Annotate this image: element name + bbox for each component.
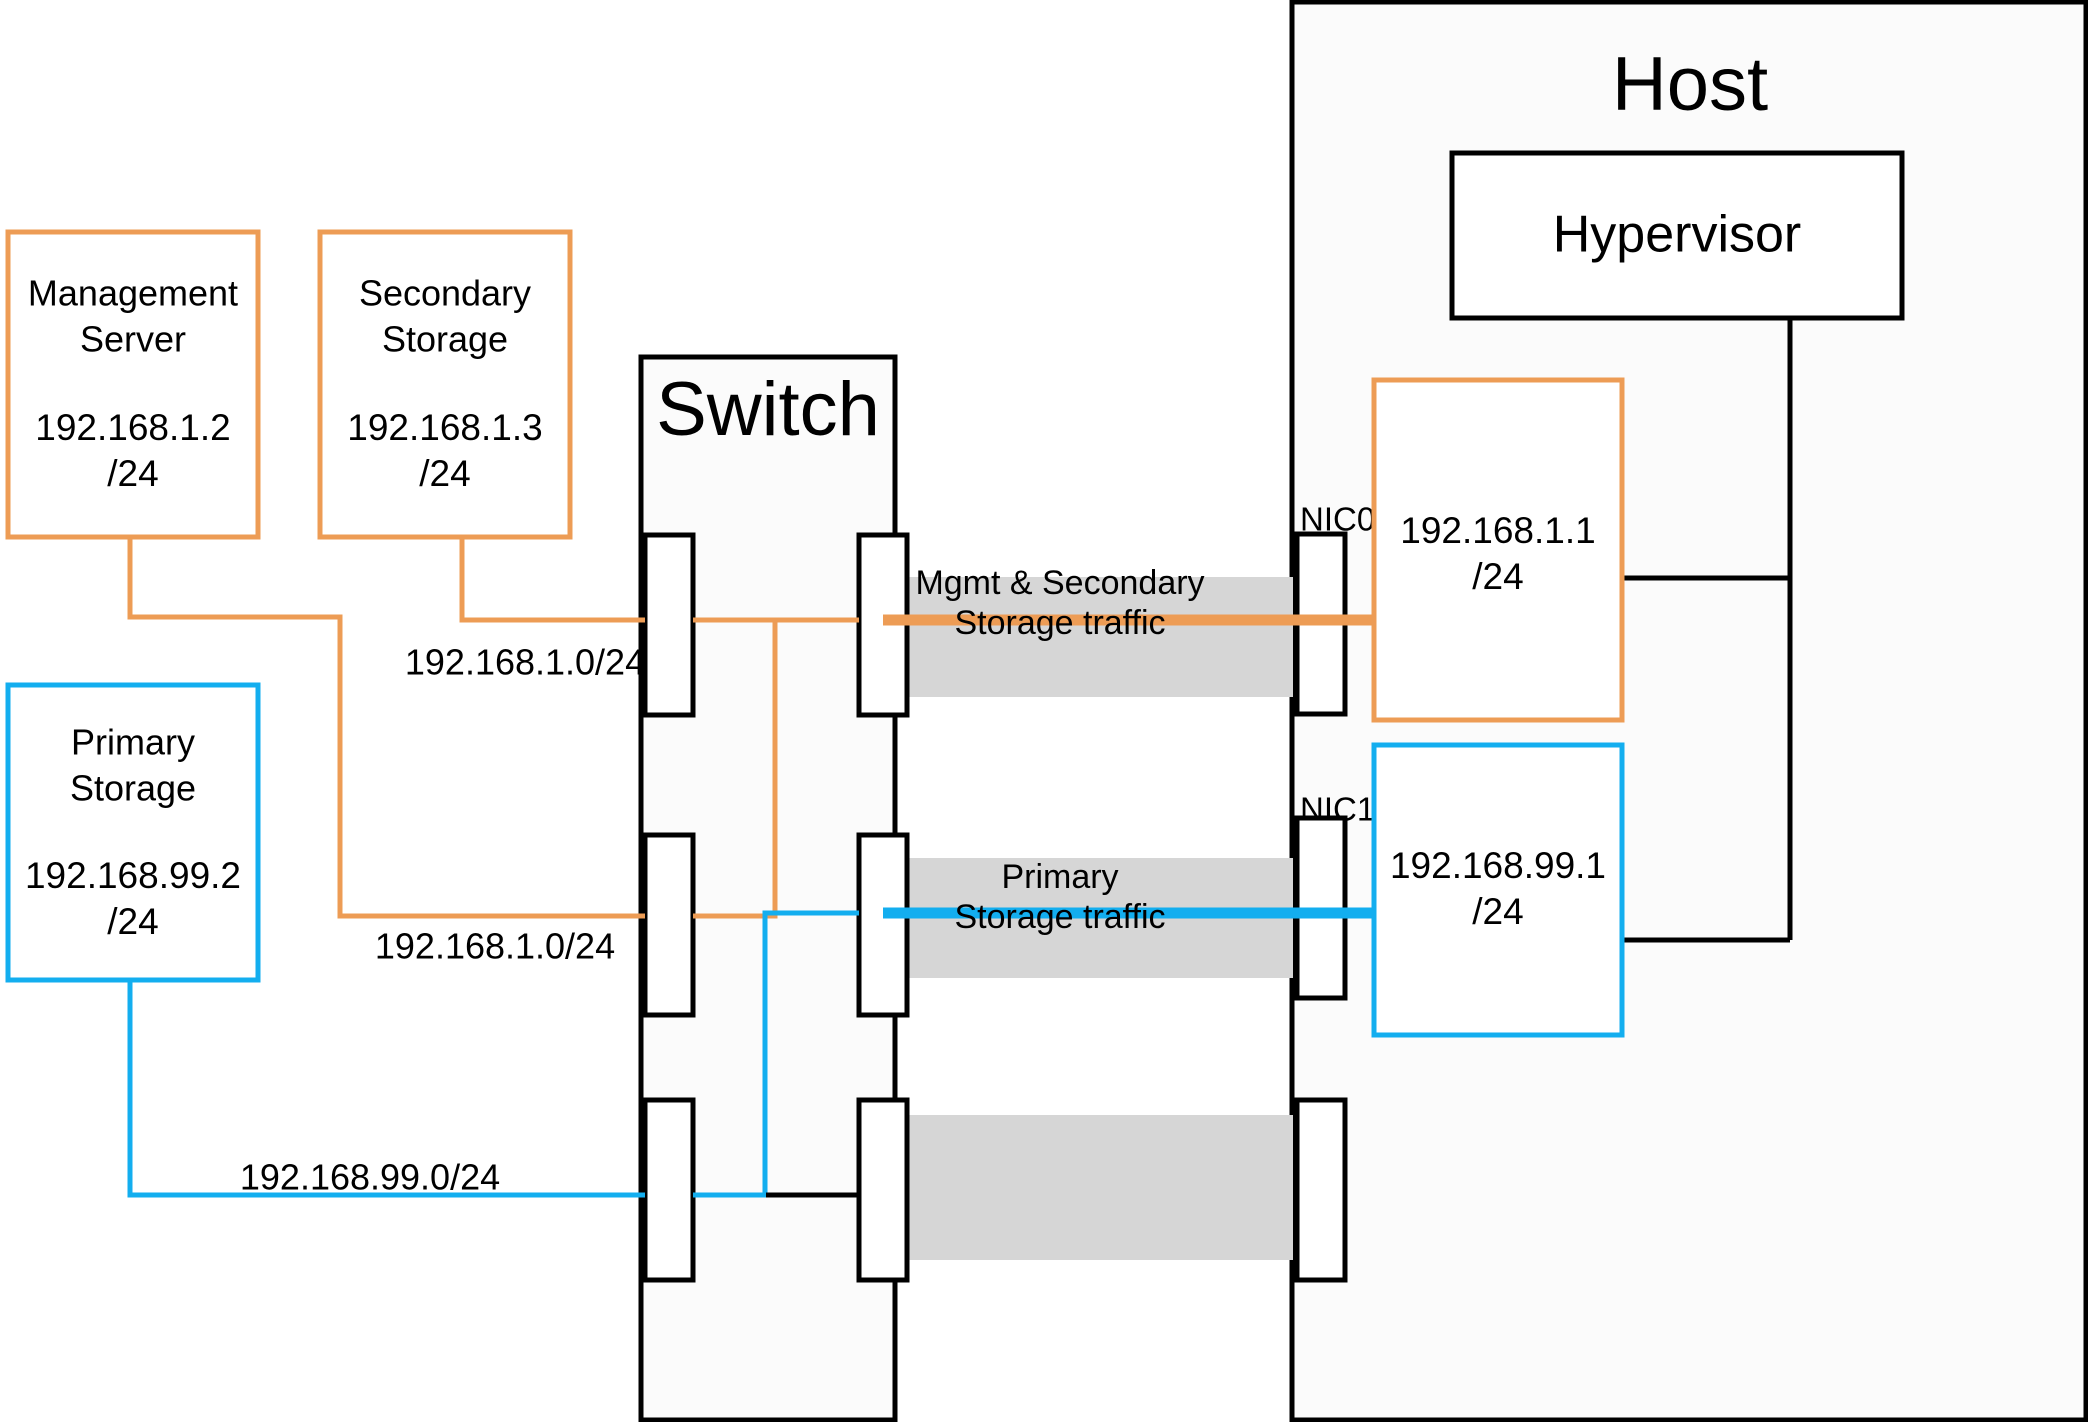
nic1-label: NIC1 bbox=[1300, 791, 1375, 828]
traffic-label-primary-line2: Storage traffic bbox=[954, 898, 1165, 936]
nic0-label: NIC0 bbox=[1300, 501, 1375, 538]
management-server-ip: 192.168.1.2 bbox=[35, 407, 230, 448]
traffic-label-mgmt-line1: Mgmt & Secondary bbox=[915, 564, 1204, 602]
wire-secondary-storage bbox=[459, 537, 645, 623]
switch-port-left-3[interactable] bbox=[642, 1097, 696, 1283]
host-interface-box-mgmt[interactable]: 192.168.1.1 /24 bbox=[1371, 377, 1625, 723]
subnet-label-1: 192.168.1.0/24 bbox=[405, 642, 645, 683]
switch-port-right-2[interactable] bbox=[856, 832, 910, 1018]
host-interface-box-storage[interactable]: 192.168.99.1 /24 bbox=[1371, 742, 1625, 1038]
traffic-band-mgmt bbox=[895, 577, 1293, 697]
switch-ports-left bbox=[642, 532, 696, 1283]
primary-storage-name-line2: Storage bbox=[70, 768, 196, 809]
traffic-label-primary: Primary Storage traffic bbox=[954, 858, 1165, 936]
primary-storage-ip: 192.168.99.2 bbox=[25, 855, 241, 896]
switch-port-left-2[interactable] bbox=[642, 832, 696, 1018]
traffic-label-primary-line1: Primary bbox=[1001, 858, 1118, 896]
secondary-storage-box[interactable]: Secondary Storage 192.168.1.3 /24 bbox=[317, 229, 573, 540]
host-interface-storage-ip: 192.168.99.1 bbox=[1390, 845, 1606, 886]
wire-management-server bbox=[127, 537, 645, 919]
wire-primary-storage bbox=[127, 980, 645, 1198]
host-title: Host bbox=[1612, 42, 1768, 127]
hypervisor-box: Hypervisor bbox=[1449, 150, 1905, 321]
host-nic-port-2[interactable] bbox=[1294, 1097, 1348, 1283]
secondary-storage-name-line1: Secondary bbox=[359, 273, 531, 314]
subnet-label-3: 192.168.99.0/24 bbox=[240, 1157, 500, 1198]
management-server-name-line1: Management bbox=[28, 273, 238, 314]
management-server-box[interactable]: Management Server 192.168.1.2 /24 bbox=[5, 229, 261, 540]
primary-storage-name-line1: Primary bbox=[71, 722, 195, 763]
host-interface-storage-mask: /24 bbox=[1472, 891, 1523, 932]
management-server-mask: /24 bbox=[107, 453, 158, 494]
switch-port-right-3[interactable] bbox=[856, 1097, 910, 1283]
switch-title: Switch bbox=[656, 367, 880, 452]
host-interface-mgmt-mask: /24 bbox=[1472, 556, 1523, 597]
primary-storage-mask: /24 bbox=[107, 901, 158, 942]
secondary-storage-name-line2: Storage bbox=[382, 319, 508, 360]
management-server-name-line2: Server bbox=[80, 319, 186, 360]
hypervisor-trunk bbox=[1622, 318, 1793, 943]
secondary-storage-ip: 192.168.1.3 bbox=[347, 407, 542, 448]
switch-internal-bus-blue bbox=[693, 910, 859, 1198]
switch-internal-bus-orange bbox=[693, 617, 859, 919]
primary-storage-box[interactable]: Primary Storage 192.168.99.2 /24 bbox=[5, 682, 261, 983]
traffic-label-mgmt-line2: Storage traffic bbox=[954, 604, 1165, 642]
hypervisor-label: Hypervisor bbox=[1553, 206, 1802, 264]
traffic-label-mgmt: Mgmt & Secondary Storage traffic bbox=[915, 564, 1204, 642]
secondary-storage-mask: /24 bbox=[419, 453, 470, 494]
host-interface-mgmt-ip: 192.168.1.1 bbox=[1400, 510, 1595, 551]
switch-port-left-1[interactable] bbox=[642, 532, 696, 718]
traffic-band-unused bbox=[895, 1115, 1293, 1260]
host-nic-ports: NIC0 NIC1 bbox=[1294, 501, 1375, 1283]
subnet-label-2: 192.168.1.0/24 bbox=[375, 926, 615, 967]
